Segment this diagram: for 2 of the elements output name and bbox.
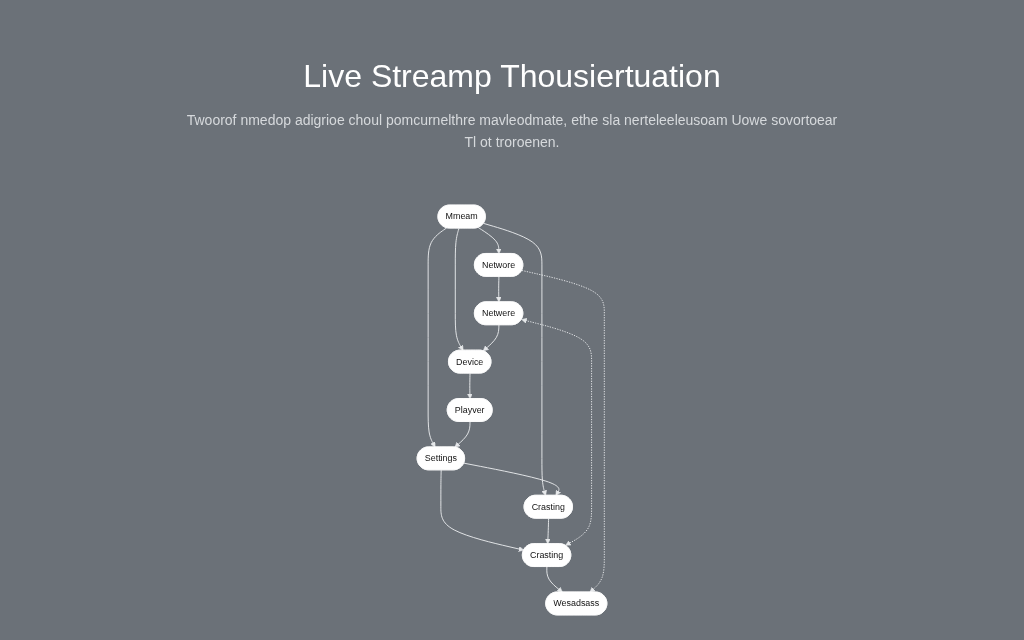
- subtitle-text: Twoorof nmedop adigrioe choul pomcurnelthre mavleodmate, ethe sla nerteleeleusoam Uowe sovortoear Tl ot troroenen.: [185, 111, 839, 153]
- diagram-title: Live Streamp Thousiertuation: [302, 58, 722, 95]
